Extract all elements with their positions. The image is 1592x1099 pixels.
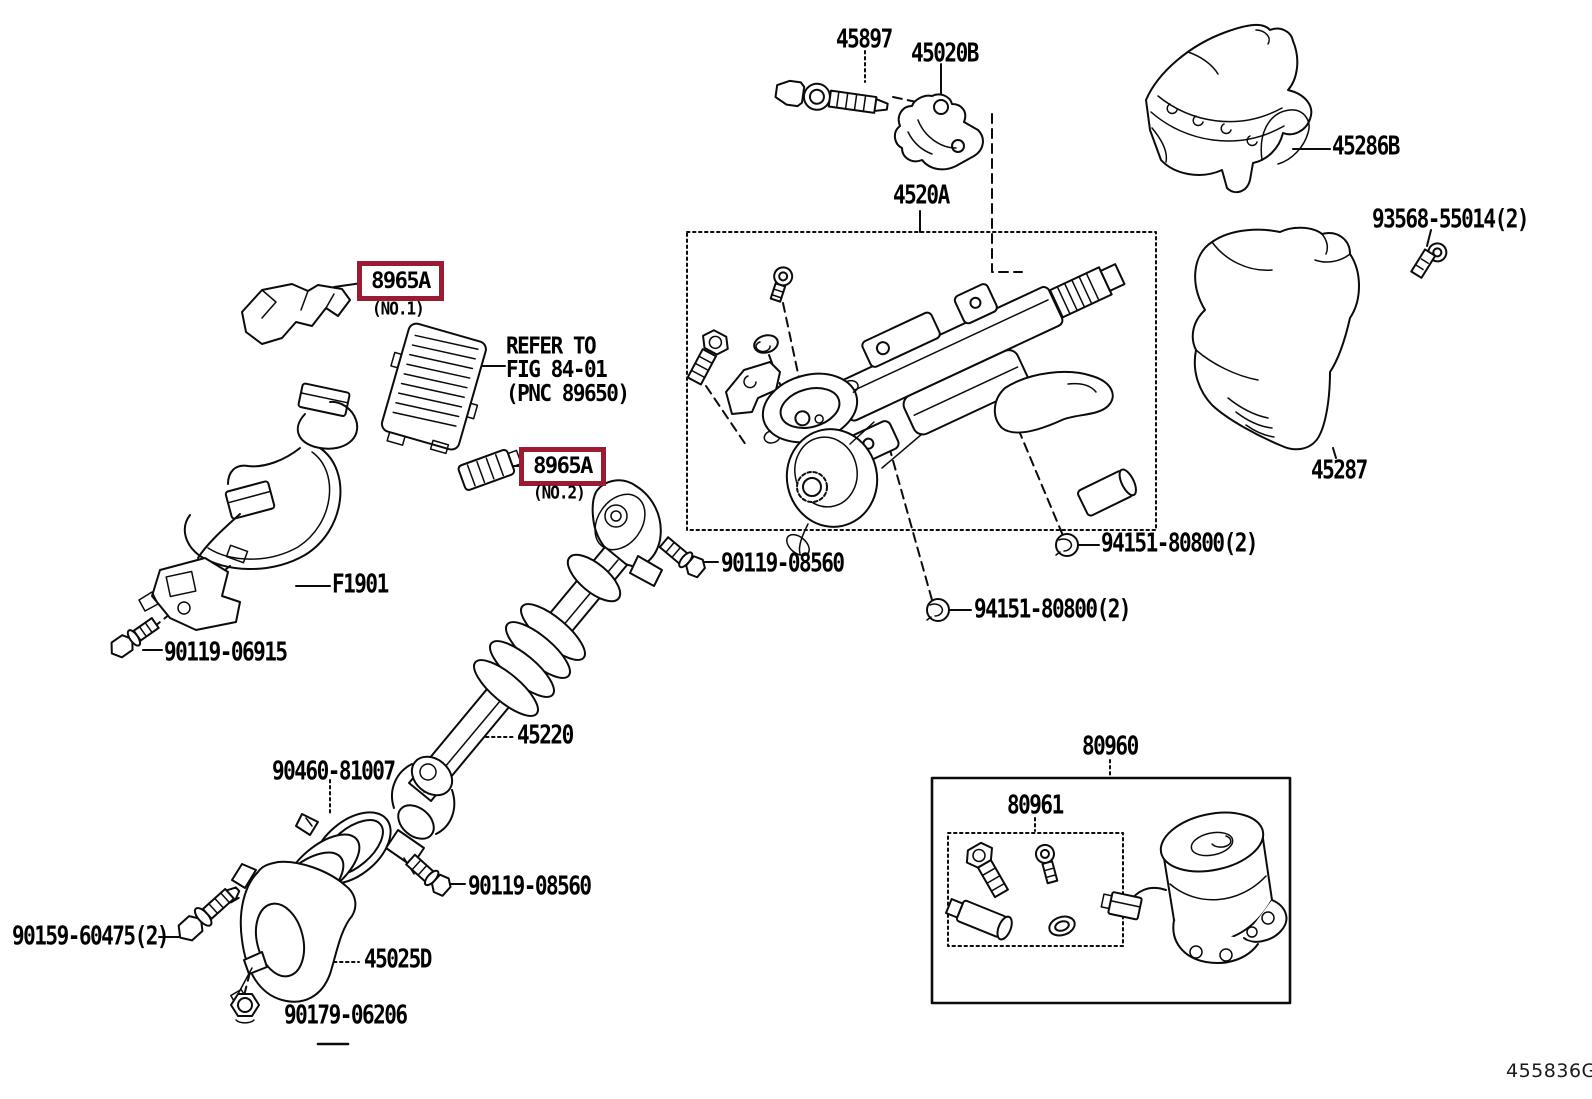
upper-cover-45286b-drawing — [1145, 24, 1313, 194]
leader-lines-solid — [142, 63, 1432, 938]
callout-f1901: F1901 — [332, 569, 389, 599]
lower-cover-45287-drawing — [1191, 226, 1360, 451]
highlighted-callout-8965a-no1[interactable]: 8965A — [357, 261, 444, 301]
leader-lines-dotted — [329, 50, 1111, 963]
callout-8965a-no2-label: 8965A — [533, 454, 593, 479]
nut-94151-a-drawing — [1055, 533, 1079, 557]
callout-8965a-no1-sub: (NO.1) — [372, 297, 425, 320]
callout-45287: 45287 — [1311, 455, 1368, 485]
callout-45220: 45220 — [517, 720, 574, 750]
steering-column-assembly-drawing — [686, 263, 1137, 557]
assembly-4520a-box — [686, 231, 1157, 531]
callout-90119-08560-upper: 90119-08560 — [721, 548, 845, 578]
bolt-90119-08560-upper-drawing — [658, 536, 706, 579]
refer-note: REFER TO FIG 84-01 (PNC 89650) — [506, 332, 630, 407]
screw-93568-drawing — [1410, 242, 1448, 279]
part-8965a-no2-drawing — [457, 448, 523, 491]
kit-80960-box — [930, 776, 1292, 1005]
motor-80960-drawing — [1100, 811, 1288, 964]
refer-note-line2: FIG 84-01 — [506, 356, 608, 383]
boot-45025d-drawing — [230, 833, 361, 1005]
nut-90179-06206-drawing — [230, 993, 260, 1024]
callout-90119-08560-lower: 90119-08560 — [468, 871, 592, 901]
callout-8965a-no1-label: 8965A — [371, 268, 431, 294]
callout-45286b: 45286B — [1332, 131, 1400, 161]
callout-45025d: 45025D — [364, 944, 432, 974]
part-8965a-no1-drawing — [241, 283, 351, 345]
shaft-45220-drawing — [385, 479, 663, 875]
bolt-90159-60475-drawing — [177, 886, 241, 942]
callout-45897: 45897 — [836, 24, 893, 54]
kit-80961-box — [947, 832, 1124, 947]
callout-4520a: 4520A — [893, 180, 950, 210]
nut-94151-b-drawing — [926, 598, 950, 622]
highlighted-callout-8965a-no2[interactable]: 8965A — [519, 447, 606, 486]
bolt-45897-drawing — [774, 79, 889, 114]
callout-45020b: 45020B — [911, 38, 979, 68]
callout-93568-55014: 93568-55014(2) — [1372, 204, 1530, 234]
callout-90159-60475: 90159-60475(2) — [12, 921, 170, 951]
bolt-90119-08560-lower-drawing — [405, 853, 452, 897]
refer-note-line1: REFER TO — [506, 332, 597, 359]
callout-80961: 80961 — [1007, 790, 1064, 820]
kit-contents-drawing — [944, 841, 1076, 941]
callout-94151-80800-b: 94151-80800(2) — [974, 594, 1132, 624]
callout-90179-06206: 90179-06206 — [284, 1000, 408, 1030]
bolt-90119-06915-drawing — [110, 617, 160, 659]
part-ecu-89650-drawing — [380, 322, 487, 455]
bracket-45020b-drawing — [894, 93, 984, 171]
callout-90119-06915: 90119-06915 — [164, 637, 288, 667]
harness-f1901-drawing — [138, 382, 359, 631]
callout-80960: 80960 — [1082, 731, 1139, 761]
figure-code: 455836G — [1506, 1060, 1592, 1082]
refer-note-line3: (PNC 89650) — [506, 380, 630, 407]
callout-94151-80800-a: 94151-80800(2) — [1101, 528, 1259, 558]
callout-90460-81007: 90460-81007 — [272, 756, 396, 786]
callout-8965a-no2-sub: (NO.2) — [533, 481, 586, 504]
